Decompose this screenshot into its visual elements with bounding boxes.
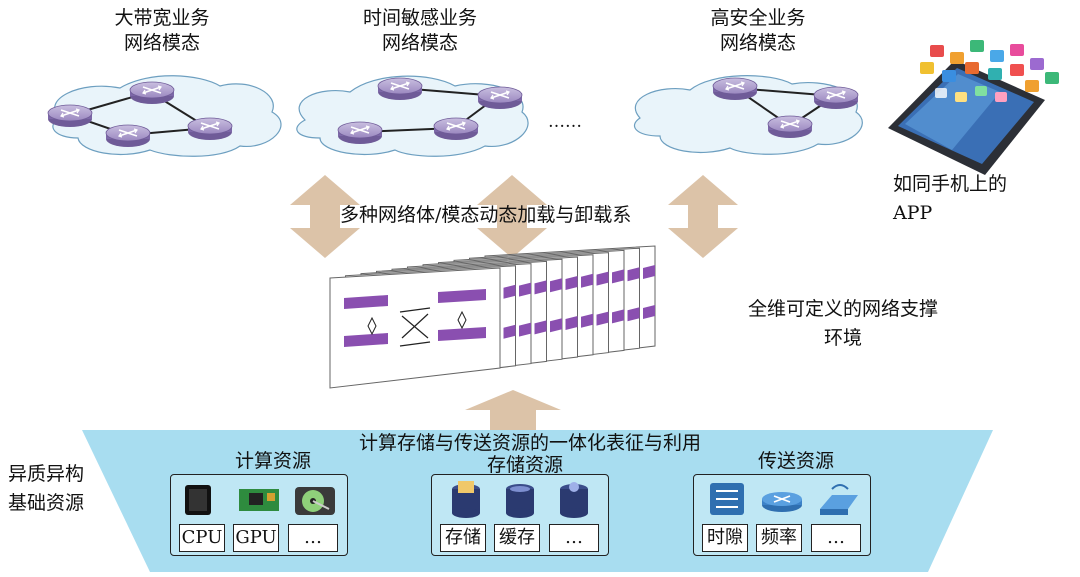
frame-bar bbox=[550, 278, 562, 293]
mode-title-line: 网络模态 bbox=[381, 32, 458, 54]
mode-title-line: 网络模态 bbox=[123, 32, 200, 54]
ellipsis: …… bbox=[548, 112, 582, 132]
support-env-label: 全维可定义的网络支撑 环境 bbox=[718, 295, 968, 353]
compute-panel: CPU GPU … bbox=[170, 474, 348, 556]
compute-more-item: … bbox=[288, 524, 338, 552]
frame-bar bbox=[565, 276, 578, 290]
storage-more-item: … bbox=[549, 524, 599, 552]
frame-bar bbox=[503, 324, 516, 339]
gpu-item: GPU bbox=[233, 524, 279, 552]
frame-bar bbox=[503, 284, 516, 299]
frequency-item: 频率 bbox=[756, 524, 802, 552]
router-icon bbox=[813, 86, 859, 110]
compute-title: 计算资源 bbox=[234, 450, 311, 472]
frame-link bbox=[401, 315, 429, 339]
compute-icons bbox=[185, 485, 335, 515]
frame-bar bbox=[550, 318, 562, 333]
support-env-line: 全维可定义的网络支撑 bbox=[747, 298, 938, 320]
frame-bar bbox=[519, 282, 531, 297]
disk-icon bbox=[295, 487, 335, 515]
frame-bar bbox=[344, 295, 388, 309]
frame-bar bbox=[581, 313, 593, 328]
frame-bar bbox=[438, 289, 486, 303]
frame-bar bbox=[344, 333, 388, 347]
frame-bar bbox=[519, 322, 531, 337]
smartphone-apps-icon bbox=[888, 40, 1059, 175]
frame-diamond bbox=[367, 316, 377, 336]
frame-link bbox=[399, 341, 431, 347]
double-arrow-left bbox=[290, 175, 360, 258]
frame-bar bbox=[643, 265, 655, 279]
database-icon bbox=[506, 484, 534, 518]
phone-caption: 如同手机上的 APP bbox=[893, 170, 1007, 228]
router-icon bbox=[477, 86, 523, 110]
frame-bar bbox=[643, 305, 655, 319]
cache-item: 缓存 bbox=[494, 524, 540, 552]
phone-caption-line: APP bbox=[893, 202, 933, 224]
frame-bar bbox=[581, 273, 593, 288]
storage-title: 存储资源 bbox=[486, 454, 563, 476]
frame-bar bbox=[596, 311, 609, 326]
frame-bar bbox=[534, 280, 547, 295]
frame-bar bbox=[612, 309, 624, 324]
double-arrow-right bbox=[668, 175, 738, 258]
storage-panel: 存储 缓存 … bbox=[431, 474, 609, 556]
database-icon bbox=[560, 482, 588, 518]
frame-bar bbox=[438, 327, 486, 341]
frame-link bbox=[401, 313, 429, 339]
switch-icon bbox=[710, 483, 744, 515]
transport-icons bbox=[710, 483, 858, 515]
mode-title-line: 网络模态 bbox=[719, 32, 796, 54]
cloud-high-security-network bbox=[634, 75, 863, 155]
router-icon bbox=[762, 492, 802, 512]
storage-icons bbox=[452, 481, 588, 518]
phone-caption-line: 如同手机上的 bbox=[893, 173, 1008, 195]
frame-bar bbox=[534, 320, 547, 335]
heterogeneous-resources-label: 异质异构 基础资源 bbox=[8, 460, 84, 518]
mode-title-high-security: 高安全业务 网络模态 bbox=[693, 6, 823, 56]
up-arrow bbox=[465, 390, 561, 430]
frame-bar bbox=[627, 307, 640, 322]
frame-diamond bbox=[457, 310, 467, 330]
frame-bar bbox=[627, 267, 640, 282]
transport-title: 传送资源 bbox=[757, 450, 834, 472]
cpu-item: CPU bbox=[179, 524, 225, 552]
mode-title-time-sensitive: 时间敏感业务 网络模态 bbox=[350, 6, 490, 56]
frame-bar bbox=[565, 316, 578, 330]
hetero-line: 基础资源 bbox=[8, 492, 85, 514]
frame-bar bbox=[612, 269, 624, 284]
database-icon bbox=[452, 481, 480, 518]
mode-title-bandwidth: 大带宽业务 网络模态 bbox=[102, 6, 222, 56]
router-icon bbox=[47, 104, 93, 128]
router-icon bbox=[767, 115, 813, 139]
router-icon bbox=[337, 121, 383, 145]
cloud-bandwidth-network bbox=[47, 75, 282, 157]
frame-bar bbox=[596, 271, 609, 286]
cpu-chip-icon bbox=[185, 485, 211, 515]
transport-panel: 时隙 频率 … bbox=[693, 474, 871, 556]
router-icon bbox=[433, 117, 479, 141]
transport-more-item: … bbox=[811, 524, 861, 552]
hetero-line: 异质异构 bbox=[8, 463, 85, 485]
frame-link bbox=[399, 307, 431, 313]
load-unload-label: 多种网络体/模态动态加载与卸载系 bbox=[340, 204, 632, 226]
network-frame-stack bbox=[329, 245, 656, 389]
support-env-line: 环境 bbox=[823, 327, 862, 349]
router-icon bbox=[129, 81, 175, 105]
wireless-switch-icon bbox=[820, 484, 858, 515]
storage-item: 存储 bbox=[440, 524, 486, 552]
router-icon bbox=[712, 77, 758, 101]
router-icon bbox=[187, 117, 233, 141]
double-arrow-middle bbox=[477, 175, 547, 258]
mode-title-line: 高安全业务 bbox=[710, 7, 806, 29]
gpu-card-icon bbox=[239, 489, 279, 511]
timeslot-item: 时隙 bbox=[702, 524, 748, 552]
mode-title-line: 大带宽业务 bbox=[114, 7, 210, 29]
mode-title-line: 时间敏感业务 bbox=[362, 7, 477, 29]
router-icon bbox=[105, 124, 151, 148]
integration-label: 计算存储与传送资源的一体化表征与利用 bbox=[358, 432, 701, 454]
router-icon bbox=[377, 77, 423, 101]
cloud-time-sensitive-network bbox=[296, 75, 529, 157]
network-frame-sheet bbox=[329, 267, 501, 389]
